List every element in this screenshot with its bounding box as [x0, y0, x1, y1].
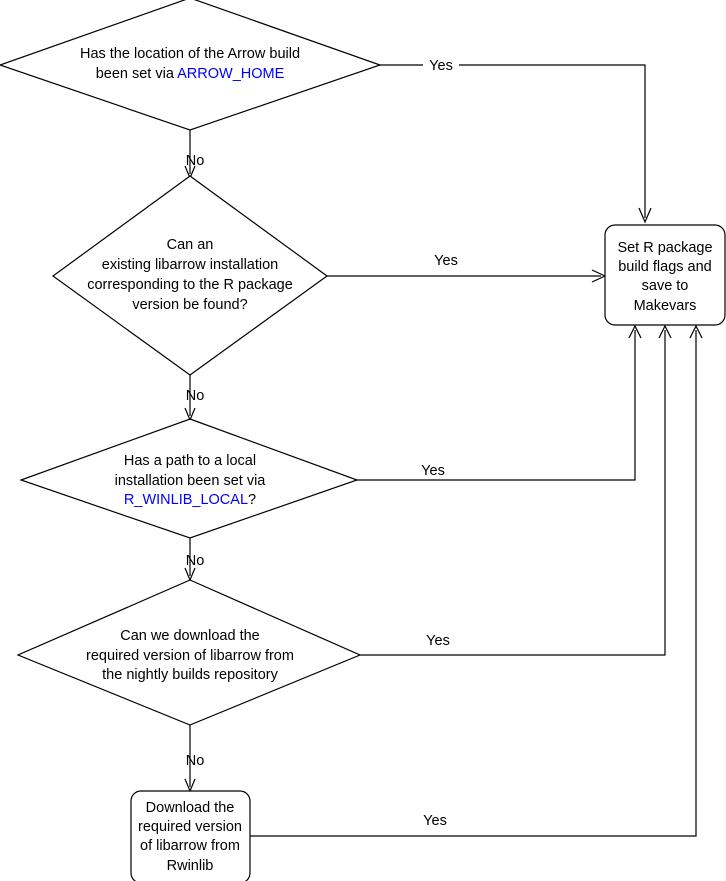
node-p2-label: Download the: [146, 800, 235, 816]
node-p1-line-2: save to: [642, 278, 689, 294]
node-d4-line-0: Can we download the: [120, 628, 259, 644]
node-d1-line-1-a: been set via: [96, 66, 177, 82]
node-p2-line-1: required version: [138, 819, 242, 835]
node-d4-line-1: required version of libarrow from: [86, 648, 294, 664]
node-d4-label: Can we download the: [120, 628, 259, 644]
arrowhead-d1-yes: [638, 207, 652, 224]
node-d2-shape[interactable]: [51, 175, 329, 376]
node-p2-line-3: Rwinlib: [167, 858, 214, 874]
node-p1-line-0: Set R package: [617, 240, 712, 256]
edge-label-yes2: Yes: [434, 253, 458, 269]
node-p1-shape[interactable]: [604, 224, 726, 326]
node-d2-label-4: version be found?: [132, 297, 247, 313]
node-p1-line-3: Makevars: [634, 298, 697, 314]
node-d2-line-2: corresponding to the R package: [87, 277, 293, 293]
node-d3-line-1: installation been set via: [115, 473, 267, 489]
node-d1-line-0: Has the location of the Arrow build: [80, 46, 300, 62]
node-d3-line-2-b: ?: [248, 492, 256, 508]
node-p1-line-1: build flags and: [618, 259, 712, 275]
edge-label-no1: No: [186, 153, 205, 169]
node-d4-line-2: the nightly builds repository: [102, 667, 278, 683]
node-p1-label: Set R package: [617, 240, 712, 256]
arrowhead-d4-yes: [658, 324, 672, 339]
node-p2-label-3: of libarrow from: [140, 838, 240, 854]
node-p2-line-2: of libarrow from: [140, 838, 240, 854]
node-d2-label-3: corresponding to the R package: [87, 277, 293, 293]
node-d2-label-2: existing libarrow installation: [102, 257, 279, 273]
node-d1-link-arrow-home: ARROW_HOME: [177, 66, 284, 82]
edge-label-yes4: Yes: [426, 633, 450, 649]
node-d3-link-r-winlib-local: R_WINLIB_LOCAL: [124, 492, 248, 508]
node-d1-label-2: been set via ARROW_HOME: [96, 66, 285, 82]
edge-label-no3: No: [186, 553, 205, 569]
node-d1-shape[interactable]: [0, 0, 382, 131]
edge-d4-yes: [360, 330, 666, 656]
edge-label-yes3: Yes: [421, 463, 445, 479]
node-d3-shape[interactable]: [19, 418, 359, 539]
node-p2-label-2: required version: [138, 819, 242, 835]
edge-label-no4: No: [186, 753, 205, 769]
node-d2-line-0: Can an: [167, 237, 214, 253]
node-p1-label-2: build flags and: [618, 259, 712, 275]
edge-d3-yes: [357, 330, 636, 481]
node-p2-shape[interactable]: [130, 790, 251, 881]
node-d4-shape[interactable]: [16, 579, 362, 726]
arrowhead-p2-yes: [689, 324, 703, 339]
node-p2-label-4: Rwinlib: [167, 858, 214, 874]
node-p2-line-0: Download the: [146, 800, 235, 816]
node-d1-label: Has the location of the Arrow build: [80, 46, 300, 62]
arrowhead-d3-yes: [628, 324, 642, 339]
edge-label-no2: No: [186, 388, 205, 404]
edge-p2-yes: [250, 330, 697, 837]
node-d2-line-3: version be found?: [132, 297, 247, 313]
node-d2-line-1: existing libarrow installation: [102, 257, 279, 273]
edge-d1-yes: [380, 64, 646, 218]
node-d3-label-2: installation been set via: [115, 473, 267, 489]
node-d4-label-3: the nightly builds repository: [102, 667, 278, 683]
node-d2-label: Can an: [167, 237, 214, 253]
node-d4-label-2: required version of libarrow from: [86, 648, 294, 664]
edge-label-yes5: Yes: [423, 813, 447, 829]
node-d3-label: Has a path to a local: [124, 453, 256, 469]
node-d3-line-0: Has a path to a local: [124, 453, 256, 469]
label-bg-yes1: [423, 57, 459, 73]
node-p1-label-4: Makevars: [634, 298, 697, 314]
node-d3-label-3: R_WINLIB_LOCAL?: [124, 492, 256, 508]
node-p1-label-3: save to: [642, 278, 689, 294]
edge-label-yes1: Yes: [429, 58, 453, 74]
